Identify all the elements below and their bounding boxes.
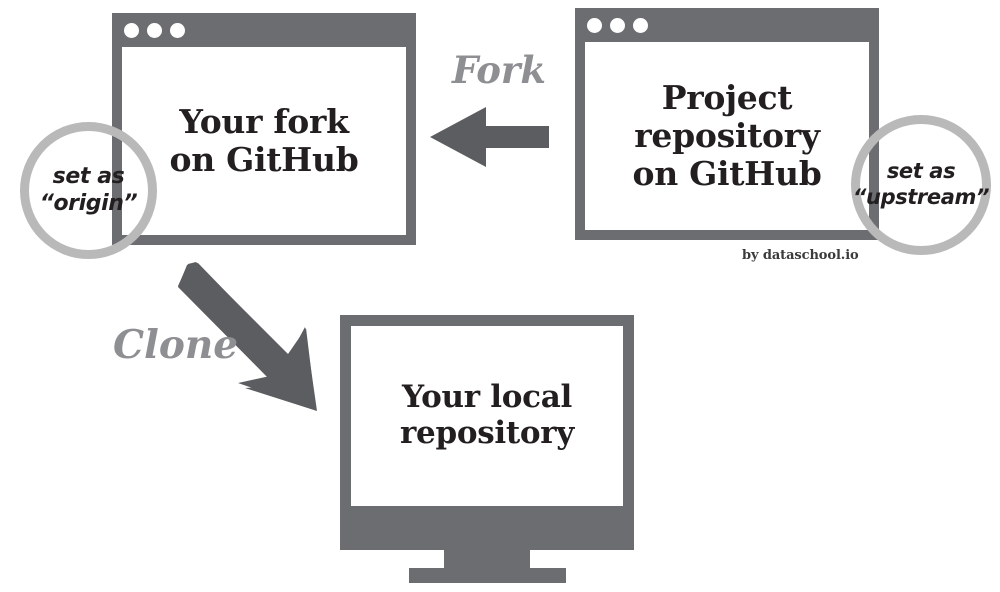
browser-screen-text: Your fork on GitHub: [169, 101, 359, 180]
annotation-upstream-text: set as “upstream”: [852, 159, 990, 210]
browser-titlebar: [112, 13, 416, 47]
upstream-line-1: set as: [886, 159, 956, 184]
window-dot-green-icon: [170, 23, 185, 38]
monitor-neck: [444, 549, 530, 571]
fork-window-line-2: on GitHub: [169, 140, 359, 179]
monitor-screen-text: Your local repository: [400, 379, 574, 452]
clone-edge-label: Clone: [113, 322, 239, 368]
monitor-screen-inner: Your local repository: [351, 326, 623, 506]
monitor-stand-foot: [409, 568, 566, 583]
project-window-line-2: repository: [634, 115, 820, 155]
clone-arrow-icon: [178, 262, 317, 411]
monitor-screen-local-repository[interactable]: Your local repository: [340, 315, 634, 517]
browser-screen: Your fork on GitHub: [122, 47, 406, 235]
origin-line-2: “origin”: [39, 190, 138, 216]
annotation-circle-upstream: set as “upstream”: [851, 115, 991, 255]
upstream-line-2: “upstream”: [852, 185, 990, 209]
browser-screen-text: Project repository on GitHub: [632, 77, 822, 194]
credit-attribution: by dataschool.io: [742, 248, 859, 263]
window-dot-yellow-icon: [147, 23, 162, 38]
monitor-line-1: Your local: [402, 379, 572, 416]
window-dot-green-icon: [633, 18, 648, 33]
monitor-line-2: repository: [400, 415, 574, 451]
monitor-chin: [340, 506, 634, 550]
browser-titlebar: [575, 8, 879, 42]
window-dot-red-icon: [587, 18, 602, 33]
project-window-line-1: Project: [661, 77, 793, 117]
annotation-origin-text: set as “origin”: [40, 164, 138, 218]
fork-window-line-1: Your fork: [179, 101, 349, 141]
browser-screen: Project repository on GitHub: [585, 42, 869, 230]
annotation-circle-origin: set as “origin”: [20, 122, 157, 259]
fork-edge-label: Fork: [452, 48, 547, 92]
window-dot-yellow-icon: [610, 18, 625, 33]
browser-window-your-fork[interactable]: Your fork on GitHub: [112, 13, 416, 245]
window-dot-red-icon: [124, 23, 139, 38]
fork-arrow-icon: [430, 107, 549, 167]
project-window-line-3: on GitHub: [632, 154, 822, 194]
origin-line-1: set as: [52, 163, 125, 189]
browser-window-project-repository[interactable]: Project repository on GitHub: [575, 8, 879, 240]
